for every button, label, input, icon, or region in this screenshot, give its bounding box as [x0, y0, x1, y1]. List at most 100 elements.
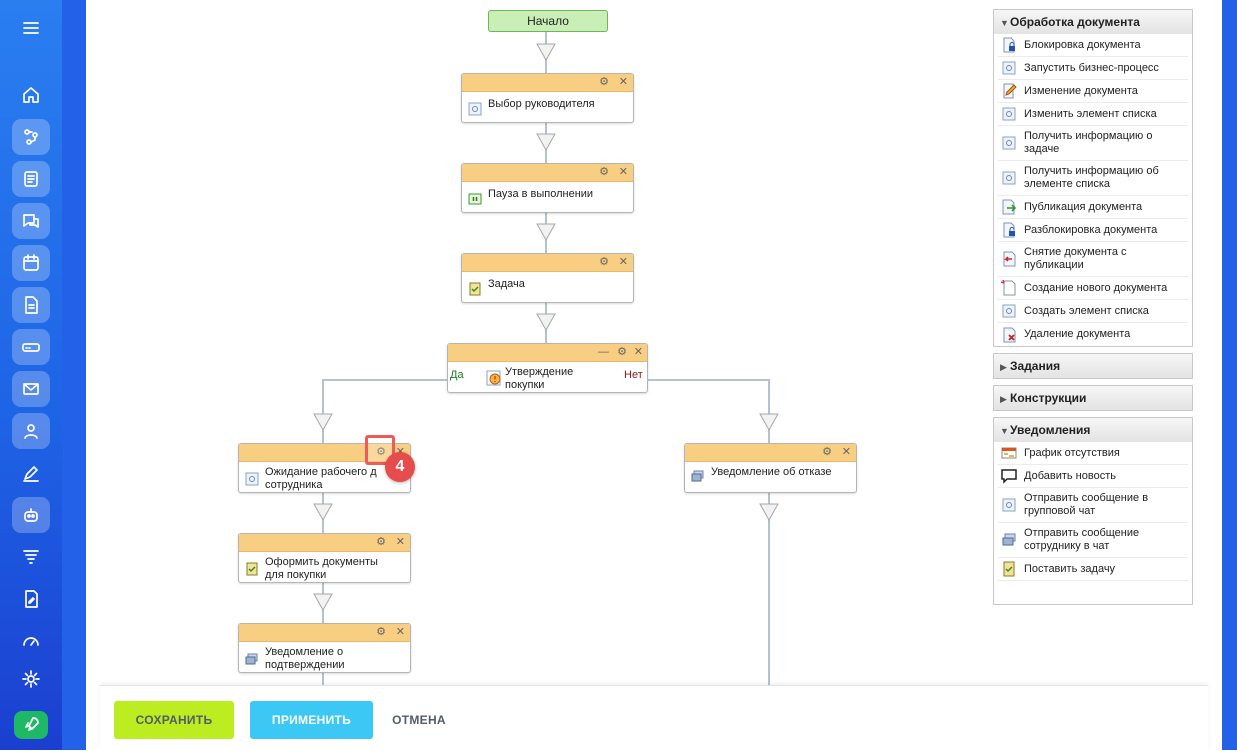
- right-edge-strip: [1222, 0, 1237, 750]
- generic-activity-icon: [1002, 61, 1016, 75]
- unpublish-doc-icon: [1003, 251, 1016, 267]
- section-header-notifications[interactable]: ▼Уведомления: [994, 418, 1192, 442]
- feed-icon[interactable]: [12, 161, 50, 197]
- block-close-icon[interactable]: ✕: [633, 346, 643, 358]
- block-title: Выбор руководителя: [488, 98, 595, 110]
- block-settings-gear-icon[interactable]: ⚙: [376, 626, 386, 638]
- generic-activity-icon: [245, 472, 259, 486]
- block-header: ⚙ ✕: [462, 74, 633, 92]
- edit-doc-icon: [1003, 83, 1017, 99]
- block-close-icon[interactable]: ✕: [618, 76, 628, 88]
- block-settings-gear-icon[interactable]: ⚙: [617, 346, 627, 358]
- left-edge-strip: [62, 0, 86, 750]
- cancel-button[interactable]: ОТМЕНА: [392, 713, 446, 727]
- save-button[interactable]: СОХРАНИТЬ: [114, 701, 234, 739]
- new-doc-icon: [1001, 280, 1016, 296]
- block-close-icon[interactable]: ✕: [618, 166, 628, 178]
- item-edit-list-element[interactable]: Изменить элемент списка: [998, 103, 1188, 126]
- approval-icon: [486, 370, 501, 386]
- expand-triangle-icon: ▶: [1000, 362, 1007, 372]
- block-close-icon[interactable]: ✕: [618, 256, 628, 268]
- block-settings-gear-icon[interactable]: ⚙: [376, 446, 386, 458]
- edit-doc-nav-icon[interactable]: [12, 581, 50, 617]
- section-header-tasks[interactable]: ▶Задания: [994, 354, 1192, 378]
- rocket-icon[interactable]: [14, 711, 48, 739]
- item-start-business-process[interactable]: Запустить бизнес-процесс: [998, 57, 1188, 80]
- item-absence-chart[interactable]: График отсутствия: [998, 442, 1188, 465]
- task-icon: [469, 282, 481, 296]
- delete-doc-icon: [1003, 327, 1016, 342]
- activity-purchase-docs[interactable]: ⚙ ✕ Оформить документы для покупки: [238, 533, 411, 583]
- block-title: Уведомление об отказе: [711, 466, 832, 478]
- item-lock-document[interactable]: Блокировка документа: [998, 34, 1188, 57]
- item-edit-document[interactable]: Изменение документа: [998, 80, 1188, 103]
- pause-icon: [468, 193, 482, 205]
- chat-nav-icon[interactable]: [12, 203, 50, 239]
- section-constructions: ▶Конструкции: [993, 385, 1193, 411]
- activity-approval-notice[interactable]: ⚙ ✕ Уведомление о подтверждении: [238, 623, 411, 673]
- start-node[interactable]: Начало: [488, 10, 608, 32]
- apply-button[interactable]: ПРИМЕНИТЬ: [250, 701, 373, 739]
- activity-approve-purchase[interactable]: — ⚙ ✕ Утверждение покупки: [447, 343, 648, 393]
- menu-icon[interactable]: [12, 10, 50, 46]
- bottom-action-bar: СОХРАНИТЬ ПРИМЕНИТЬ ОТМЕНА: [100, 685, 1208, 751]
- block-settings-gear-icon[interactable]: ⚙: [599, 76, 609, 88]
- generic-activity-icon: [1002, 171, 1016, 185]
- item-create-list-element[interactable]: Создать элемент списка: [998, 300, 1188, 323]
- lock-doc-icon: [1003, 37, 1015, 53]
- documents-icon[interactable]: [12, 287, 50, 323]
- item-add-news[interactable]: Добавить новость: [998, 465, 1188, 488]
- block-settings-gear-icon[interactable]: ⚙: [376, 536, 386, 548]
- mail-icon[interactable]: [12, 371, 50, 407]
- block-settings-gear-icon[interactable]: ⚙: [822, 446, 832, 458]
- block-title: Пауза в выполнении: [488, 188, 594, 200]
- sign-icon[interactable]: [12, 455, 50, 491]
- section-tasks: ▶Задания: [993, 353, 1193, 379]
- block-header: ⚙ ✕: [462, 164, 633, 182]
- block-header: ⚙ ✕: [685, 444, 856, 462]
- speed-icon[interactable]: [12, 623, 50, 659]
- block-title-line2: подтверждении: [265, 659, 345, 671]
- flows-icon[interactable]: [12, 119, 50, 155]
- block-minimize-icon[interactable]: —: [598, 346, 609, 358]
- robot-icon[interactable]: [12, 497, 50, 533]
- funnel-icon[interactable]: [12, 539, 50, 575]
- generic-activity-icon: [1002, 107, 1016, 121]
- unlock-doc-icon: [1003, 222, 1015, 238]
- block-close-icon[interactable]: ✕: [841, 446, 851, 458]
- generic-activity-icon: [1002, 498, 1016, 512]
- settings-icon[interactable]: [12, 661, 50, 697]
- block-title: Уведомление о: [265, 646, 344, 658]
- calendar-icon[interactable]: [12, 245, 50, 281]
- item-create-new-document[interactable]: Создание нового документа: [998, 277, 1188, 300]
- section-header-constructions[interactable]: ▶Конструкции: [994, 386, 1192, 410]
- activity-task[interactable]: ⚙ ✕ Задача: [461, 253, 634, 303]
- item-delete-document[interactable]: Удаление документа: [998, 323, 1188, 346]
- branch-no-label: Нет: [624, 369, 643, 381]
- block-close-icon[interactable]: ✕: [395, 536, 405, 548]
- section-header-document-processing[interactable]: ▼Обработка документа: [994, 10, 1192, 34]
- block-header: ⚙ ✕: [462, 254, 633, 272]
- generic-activity-icon: [468, 102, 482, 116]
- block-title: Оформить документы: [265, 556, 378, 568]
- block-title: Задача: [488, 278, 525, 290]
- activity-select-manager[interactable]: ⚙ ✕ Выбор руководителя: [461, 73, 634, 123]
- item-publish-document[interactable]: Публикация документа: [998, 196, 1188, 219]
- home-icon[interactable]: [12, 77, 50, 113]
- contacts-icon[interactable]: [12, 413, 50, 449]
- item-unlock-document[interactable]: Разблокировка документа: [998, 219, 1188, 242]
- item-set-task[interactable]: Поставить задачу: [998, 558, 1188, 581]
- drive-icon[interactable]: [12, 329, 50, 365]
- block-settings-gear-icon[interactable]: ⚙: [599, 166, 609, 178]
- block-title: Ожидание рабочего д: [265, 466, 377, 478]
- activity-rejection-notice[interactable]: ⚙ ✕ Уведомление об отказе: [684, 443, 857, 493]
- block-close-icon[interactable]: ✕: [395, 626, 405, 638]
- block-settings-gear-icon[interactable]: ⚙: [599, 256, 609, 268]
- activity-pause[interactable]: ⚙ ✕ Пауза в выполнении: [461, 163, 634, 213]
